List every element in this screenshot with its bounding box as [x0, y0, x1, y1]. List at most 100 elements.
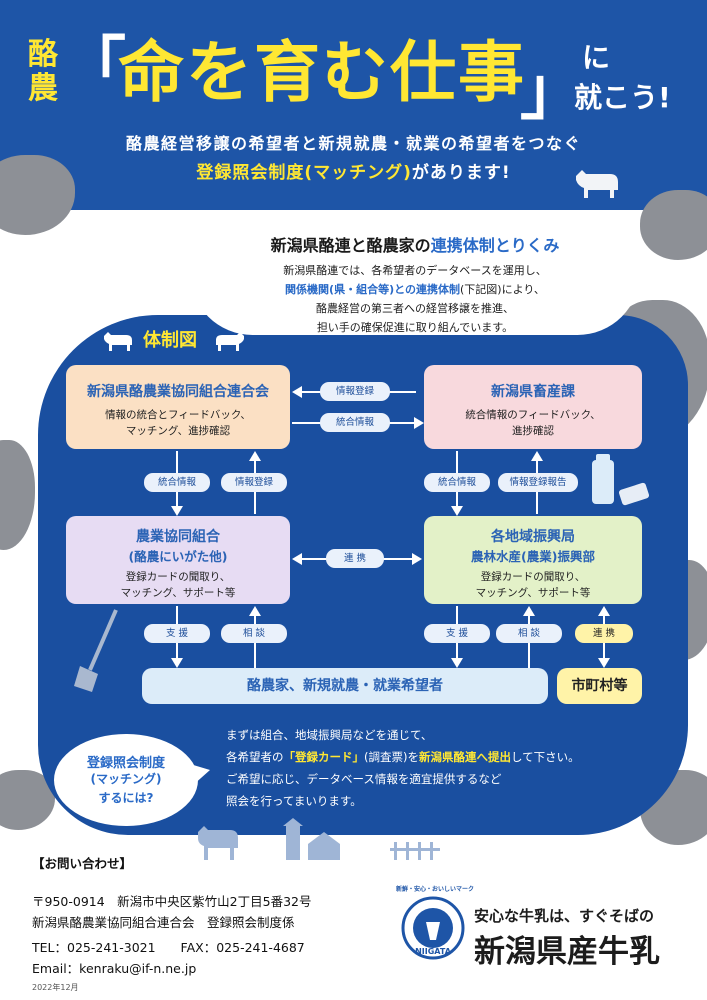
label-shien-right: 支 援 [424, 624, 490, 643]
arrow-head [451, 658, 463, 668]
subtitle-rest: があります! [411, 163, 511, 183]
howto-text-2a: 各希望者の [226, 750, 284, 764]
howto-circle-2: (マッチング) [90, 772, 162, 786]
matching-highlight: 登録照会制度(マッチング) [196, 163, 412, 183]
box-nokyo-desc-2: マッチング、サポート等 [120, 587, 236, 599]
cow-spot [640, 190, 707, 260]
bubble-title: 新潟県酪連と酪農家の連携体制とりくみ [190, 232, 640, 256]
niigata-milk-logo [401, 896, 465, 960]
arrow-head [171, 506, 183, 516]
box-shichoson-title: 市町村等 [571, 678, 628, 694]
diagram-label: 体制図 [143, 330, 197, 351]
contact-email: Email：kenraku@if-n.ne.jp [32, 961, 197, 976]
label-togo-joho-right: 統合情報 [424, 473, 490, 492]
howto-text-2e: 新潟県酪連へ提出 [418, 750, 511, 764]
title-bracket-open: 「 [62, 31, 126, 105]
header-subtitle-2: 登録照会制度(マッチング)があります! [0, 158, 707, 183]
box-shinkokyoku-title: 各地域振興局 [491, 529, 575, 545]
pitchfork-icon [74, 609, 118, 692]
logo-ring-text: 新鮮・安心・おいしいマーク [396, 886, 475, 893]
howto-text-3: ご希望に応じ、データベース情報を適宜提供するなど [226, 772, 502, 786]
title-tail-1: に [582, 41, 611, 74]
brand-slogan: 安心な牛乳は、すぐそばの [474, 907, 655, 925]
label-sodan-right: 相 談 [496, 624, 562, 643]
bubble-line-1: 新潟県酪連では、各希望者のデータベースを運用し、 [283, 264, 547, 277]
box-shinkokyoku-title-2: 農林水産(農業)振興部 [471, 549, 595, 564]
bubble-line-2-rest: (下記図)により、 [460, 283, 545, 296]
bubble-line-2-highlight: 関係機関(県・組合等)との連携体制 [285, 283, 460, 296]
farm-illustration [198, 818, 440, 860]
arrow-head [531, 451, 543, 461]
contact-org: 新潟県酪農業協同組合連合会 登録照会制度係 [32, 915, 295, 930]
bubble-title-a: 新潟県酪連と酪農家の [270, 236, 431, 255]
title-tail-2: 就こう! [574, 81, 671, 114]
label-togo-joho-left: 統合情報 [144, 473, 210, 492]
label-renkei-middle: 連 携 [326, 549, 384, 568]
bubble-line-4: 担い手の確保促進に取り組んでいます。 [316, 321, 514, 334]
box-nokyo: 農業協同組合 (酪農にいがた他) 登録カードの聞取り、 マッチング、サポート等 [66, 516, 290, 604]
contact-label: 【お問い合わせ】 [32, 856, 133, 871]
howto-circle-1: 登録照会制度 [86, 756, 165, 771]
label-joho-toroku: 情報登録 [320, 382, 390, 401]
label-renkei-right: 連 携 [575, 624, 633, 643]
arrow-head [249, 606, 261, 616]
logo-text: NIIGATA [415, 947, 451, 956]
box-rakuren-desc-1: 情報の統合とフィードバック、 [105, 409, 251, 421]
howto-bubble [54, 734, 210, 826]
box-rakuren: 新潟県酪農業協同組合連合会 情報の統合とフィードバック、 マッチング、進捗確認 [66, 365, 290, 449]
box-shinkokyoku-desc-2: マッチング、サポート等 [475, 587, 591, 599]
header-subtitle: 酪農経営移譲の希望者と新規就農・就業の希望者をつなぐ [125, 134, 581, 153]
bubble-title-b: 連携体制とりくみ [430, 236, 560, 255]
howto-text-2c: (調査票) [364, 750, 408, 764]
cow-icon [216, 332, 244, 351]
label-joho-toroku-left: 情報登録 [221, 473, 287, 492]
title-bracket-close: 」 [520, 55, 584, 129]
arrow-head [412, 553, 422, 565]
main-title: 命を育む仕事 [118, 34, 526, 111]
milk-can-icon [592, 454, 650, 506]
bubble-line-2: 関係機関(県・組合等)との連携体制(下記図)により、 [190, 281, 640, 297]
box-chikusan: 新潟県畜産課 統合情報のフィードバック、 進捗確認 [424, 365, 642, 449]
box-chikusan-title: 新潟県畜産課 [491, 384, 575, 400]
arrow-head [292, 553, 302, 565]
issue-date: 2022年12月 [32, 983, 79, 992]
box-chikusan-desc-2: 進捗確認 [512, 425, 554, 437]
box-nokyo-desc-1: 登録カードの聞取り、 [125, 571, 231, 583]
box-rakuren-desc-2: マッチング、進捗確認 [125, 425, 231, 437]
box-shinkokyoku: 各地域振興局 農林水産(農業)振興部 登録カードの聞取り、 マッチング、サポート… [424, 516, 642, 604]
label-joho-toroku-hokoku: 情報登録報告 [498, 473, 578, 492]
howto-text-2f: して下さい。 [510, 750, 580, 764]
howto-text-1: まずは組合、地域振興局などを通じて、 [226, 728, 433, 742]
label-sodan-left: 相 談 [221, 624, 287, 643]
box-rakunoka-title: 酪農家、新規就農・就業希望者 [247, 678, 443, 694]
box-chikusan-desc-1: 統合情報のフィードバック、 [465, 409, 601, 421]
howto-circle-3: するには? [98, 791, 154, 805]
contact-tel-fax: TEL：025-241-3021 FAX：025-241-4687 [32, 940, 305, 955]
cow-spot [0, 440, 35, 550]
arrow-head [249, 451, 261, 461]
howto-text-2: 各希望者の「登録カード」(調査票)を新潟県酪連へ提出して下さい。 [226, 749, 580, 765]
box-rakunoka: 酪農家、新規就農・就業希望者 [142, 668, 548, 704]
intro-bubble [190, 210, 640, 335]
arrow-head [598, 658, 610, 668]
howto-text-4: 照会を行ってまいります。 [226, 794, 362, 808]
box-shichoson: 市町村等 [557, 668, 642, 704]
box-nokyo-title-2: (酪農にいがた他) [128, 549, 228, 564]
contact-address: 〒950-0914 新潟市中央区紫竹山2丁目5番32号 [32, 894, 312, 909]
arrow-head [414, 417, 424, 429]
label-shien-left: 支 援 [144, 624, 210, 643]
arrow-head [292, 386, 302, 398]
cow-icon [576, 170, 618, 198]
cow-icon [104, 332, 132, 351]
side-char-1: 酪 [28, 37, 58, 72]
label-togo-joho: 統合情報 [320, 413, 390, 432]
bubble-tail [180, 262, 202, 286]
bubble-line-3: 酪農経営の第三者への経営移譲を推進、 [316, 302, 514, 315]
box-rakuren-title: 新潟県酪農業協同組合連合会 [87, 384, 269, 400]
howto-text-2b: 「登録カード」 [283, 750, 365, 764]
brand-name: 新潟県産牛乳 [474, 934, 660, 970]
arrow-head [598, 606, 610, 616]
box-shinkokyoku-desc-1: 登録カードの聞取り、 [480, 571, 586, 583]
arrow-head [523, 606, 535, 616]
box-nokyo-title: 農業協同組合 [136, 529, 220, 545]
